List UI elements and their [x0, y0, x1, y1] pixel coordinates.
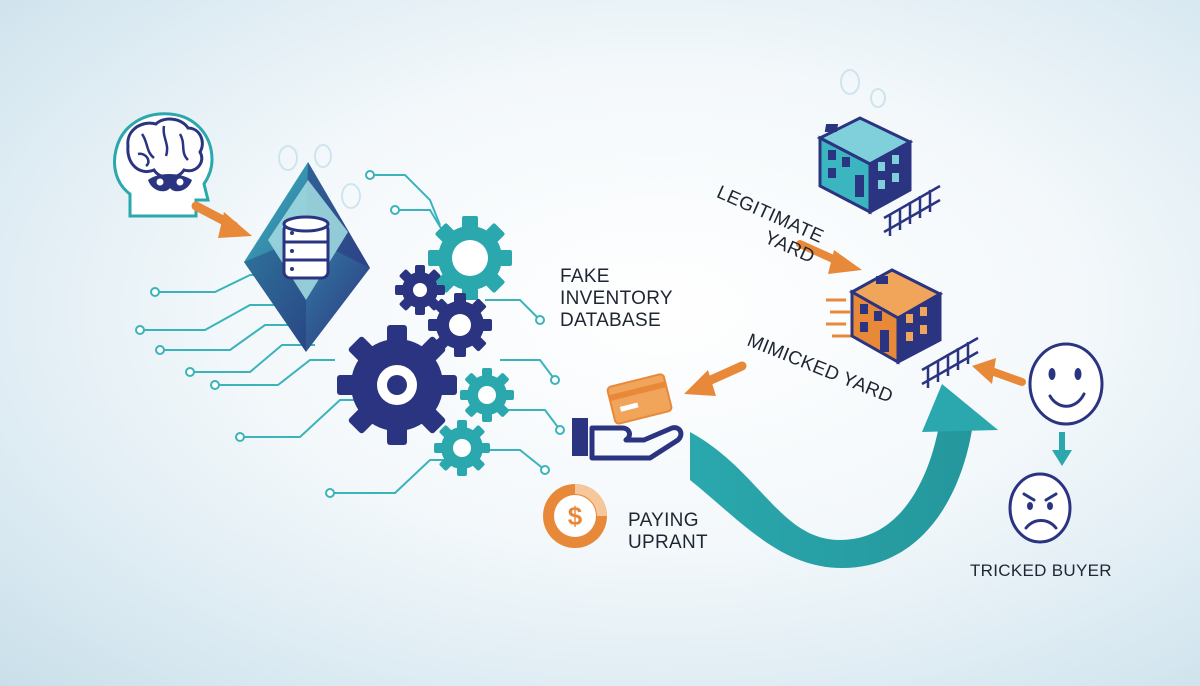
arrow-happy-to-sad [1052, 432, 1072, 466]
arrow-buyer-to-mimic [972, 358, 1026, 386]
building-copy-icon [826, 268, 979, 388]
building-icon [816, 116, 941, 236]
circuit-nodes [135, 170, 565, 498]
happy-face-icon [1028, 342, 1104, 426]
paying-label: PAYING UPRANT [628, 510, 708, 553]
hand-card-icon [572, 373, 684, 461]
arrow-legit-to-mimic [796, 240, 862, 274]
tricked-buyer-label: TRICKED BUYER [970, 561, 1112, 580]
circuit-lines [140, 174, 561, 494]
arrow-mimic-to-payment [684, 361, 747, 396]
crystal-database-icon [244, 162, 370, 352]
dollar-coin-icon: $ [543, 484, 607, 548]
decorative-bubbles [278, 69, 886, 209]
gears-icon [337, 216, 514, 476]
return-flow-arrow [690, 384, 998, 568]
sad-face-icon [1008, 472, 1072, 544]
svg-text:$: $ [568, 501, 583, 531]
arrow-head-to-database [191, 201, 252, 238]
head-brain-mask-icon [113, 112, 214, 218]
fake-inventory-label: FAKE INVENTORY DATABASE [560, 266, 673, 331]
